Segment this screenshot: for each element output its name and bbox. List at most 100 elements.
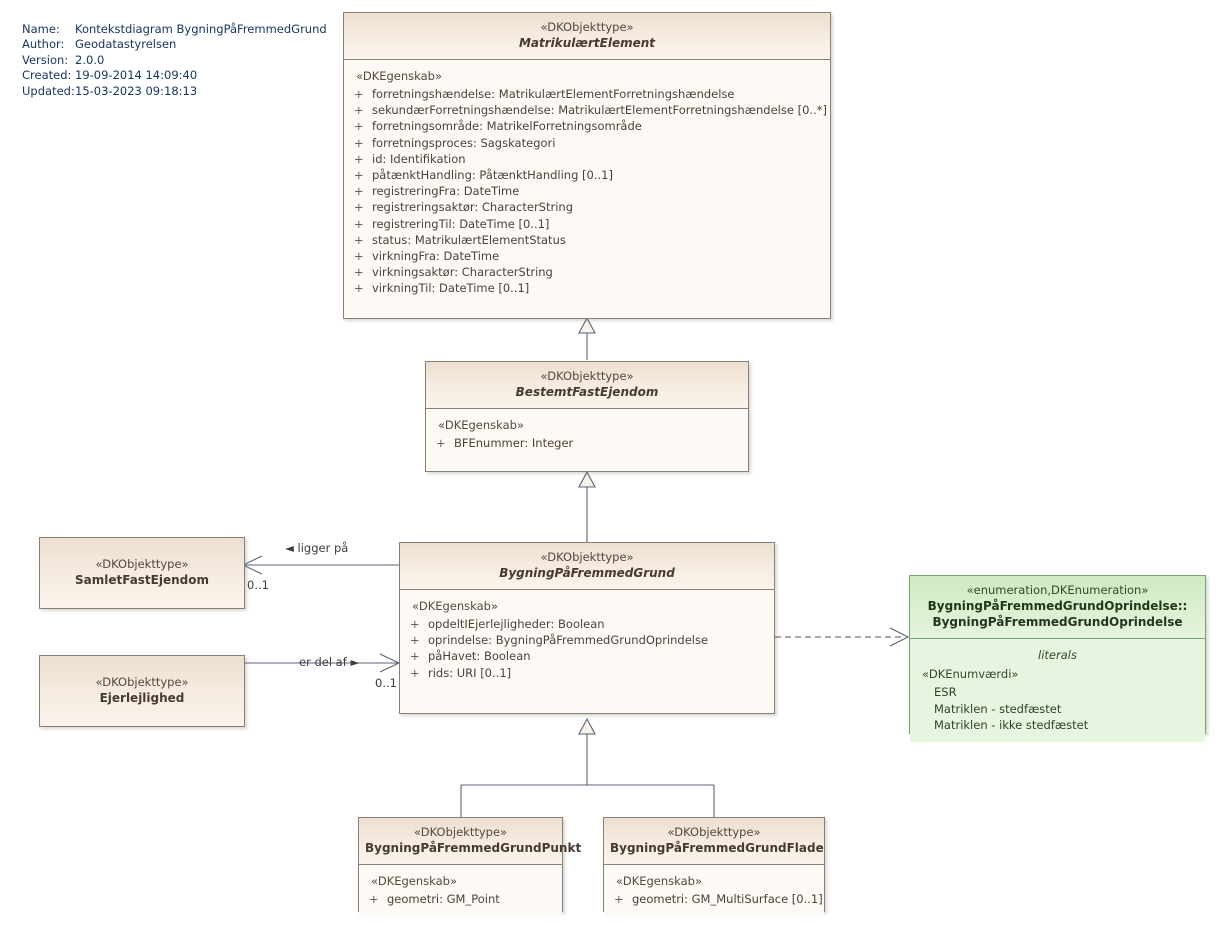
metadata-key-version: Version:: [22, 52, 69, 67]
class-header-bygningpaafremmedgrundpunkt: «DKObjekttype» BygningPåFremmedGrundPunk…: [359, 818, 582, 865]
attribute-text: forretningshændelse: MatrikulærtElementF…: [372, 87, 735, 101]
association-label-text-ligger-paa: ligger på: [297, 541, 349, 555]
attribute-text: virkningTil: DateTime [0..1]: [372, 281, 530, 296]
dependency-oprindelse: [759, 627, 910, 647]
attribute-text: registreringTil: DateTime [0..1]: [372, 216, 550, 231]
enumeration-literal: Matriklen - stedfæstet: [934, 701, 1062, 716]
class-box-bygningpaafremmedgrundpunkt[interactable]: «DKObjekttype» BygningPåFremmedGrundPunk…: [358, 817, 582, 916]
class-name: BestemtFastEjendom: [515, 385, 659, 399]
class-name: MatrikulærtElement: [518, 36, 656, 50]
class-box-bygningpaafremmedgrundflade[interactable]: «DKObjekttype» BygningPåFremmedGrundFlad…: [603, 817, 825, 916]
attribute-row: +oprindelse: BygningPåFremmedGrundOprind…: [400, 632, 774, 648]
class-name: BygningPåFremmedGrund: [499, 566, 675, 580]
class-box-ejerlejlighed[interactable]: «DKObjekttype» Ejerlejlighed: [39, 655, 245, 727]
attribute-visibility: +: [354, 87, 364, 101]
class-attributes-compartment: «DKEgenskab» +geometri: GM_MultiSurface …: [604, 865, 824, 916]
attribute-visibility: +: [354, 184, 364, 199]
association-arrow-glyph-ligger-paa: ◄: [285, 541, 294, 555]
enumeration-name-line1: BygningPåFremmedGrundOprindelse::: [927, 599, 1188, 613]
attribute-row: + virkningTil: DateTime [0..1]: [344, 280, 830, 296]
class-attributes-compartment: «DKEgenskab» +opdeltIEjerlejligheder: Bo…: [400, 590, 774, 689]
generalization-triangle-bygningpaafremmedgrund: [578, 470, 596, 488]
attribute-text: registreringsaktør: CharacterString: [372, 200, 574, 215]
association-label-ligger-paa: ◄ ligger på: [285, 541, 348, 555]
enumeration-literal: Matriklen - ikke stedfæstet: [934, 718, 1089, 732]
attribute-row: + forretningshændelse: MatrikulærtElement…: [344, 86, 830, 102]
class-stereotype: «DKObjekttype»: [540, 20, 634, 34]
attribute-group-label: «DKEgenskab»: [371, 874, 457, 888]
attribute-row: +opdeltIEjerlejligheder: Boolean: [400, 616, 774, 632]
attribute-group-label: «DKEgenskab»: [616, 874, 702, 888]
generalization-triangle-subtypes: [578, 717, 596, 735]
metadata-value-updated: 15-03-2023 09:18:13: [75, 83, 198, 98]
class-header-bygningpaafremmedgrundflade: «DKObjekttype» BygningPåFremmedGrundFlad…: [604, 818, 824, 865]
metadata-row: Author: Geodatastyrelsen: [22, 37, 327, 52]
dependency-arrowhead: [889, 627, 910, 647]
class-box-bestemtfastejendom[interactable]: «DKObjekttype» BestemtFastEjendom «DKEge…: [425, 361, 749, 472]
attribute-text: virkningsaktør: CharacterString: [372, 265, 553, 280]
attribute-row: + registreringTil: DateTime [0..1]: [344, 216, 830, 232]
class-stereotype: «DKObjekttype»: [95, 557, 189, 571]
attribute-group-label: «DKEgenskab»: [438, 418, 524, 432]
attribute-text: påtænktHandling: PåtænktHandling [0..1]: [372, 168, 613, 183]
attribute-row: +registreringsaktør: CharacterString: [344, 199, 830, 215]
class-name: Ejerlejlighed: [99, 691, 185, 705]
attribute-visibility: +: [354, 103, 364, 118]
attribute-text: virkningFra: DateTime: [372, 249, 500, 264]
attribute-row: + forretningsproces: Sagskategori: [344, 135, 830, 151]
metadata-key-updated: Updated:: [22, 83, 75, 98]
class-stereotype: «DKObjekttype»: [540, 369, 634, 383]
class-stereotype: «DKObjekttype»: [95, 675, 189, 689]
enumeration-box-bygningpaafremmedgrundoprindelse[interactable]: «enumeration,DKEnumeration» BygningPåFre…: [909, 575, 1206, 742]
class-header-samletfastejendom: «DKObjekttype» SamletFastEjendom: [40, 538, 244, 608]
attribute-visibility: +: [354, 135, 364, 150]
attribute-row: +forretningsområde: MatrikelForretningso…: [344, 118, 830, 134]
attribute-row: + rids: URI [0..1]: [400, 665, 774, 681]
attribute-text: registreringFra: DateTime: [372, 184, 520, 199]
attribute-visibility: +: [354, 232, 364, 247]
attribute-row: +status: MatrikulærtElementStatus: [344, 232, 830, 248]
enumeration-stereotype: «enumeration,DKEnumeration»: [966, 583, 1149, 597]
enumeration-header: «enumeration,DKEnumeration» BygningPåFre…: [910, 576, 1205, 639]
association-arrow-glyph-er-del-af: ►: [350, 655, 360, 669]
attribute-visibility: +: [354, 216, 364, 231]
attribute-group-label: «DKEgenskab»: [412, 599, 498, 613]
attribute-row: +geometri: GM_MultiSurface [0..1]: [604, 891, 824, 907]
metadata-value-name: Kontekstdiagram BygningPåFremmedGrund: [75, 22, 327, 36]
metadata-key-created: Created:: [22, 68, 72, 83]
attribute-visibility: +: [614, 892, 624, 906]
attribute-visibility: +: [410, 617, 420, 631]
attribute-text: forretningsproces: Sagskategori: [372, 135, 556, 150]
attribute-row: +id: Identifikation: [344, 151, 830, 167]
metadata-row: Version: 2.0.0: [22, 53, 327, 68]
generalization-triangle-bestemtfastejendom: [578, 316, 596, 334]
attribute-visibility: +: [410, 665, 420, 680]
class-attributes-compartment: «DKEgenskab» +geometri: GM_Point: [359, 865, 562, 916]
attribute-visibility: +: [354, 281, 364, 296]
enumeration-value-group-label: «DKEnumværdi»: [922, 667, 1019, 681]
metadata-row: Name: Kontekstdiagram BygningPåFremmedGr…: [22, 22, 327, 37]
attribute-visibility: +: [369, 892, 379, 906]
attribute-row: + registreringFra: DateTime: [344, 183, 830, 199]
attribute-text: rids: URI [0..1]: [428, 665, 512, 680]
class-header-bygningpaafremmedgrund: «DKObjekttype» BygningPåFremmedGrund: [400, 543, 774, 590]
attribute-text: oprindelse: BygningPåFremmedGrundOprinde…: [428, 633, 709, 648]
attribute-text: sekundærForretningshændelse: Matrikulært…: [372, 103, 827, 118]
class-attributes-compartment: «DKEgenskab» + forretningshændelse: Matri…: [344, 60, 830, 305]
metadata-key-name: Name:: [22, 22, 60, 36]
class-stereotype: «DKObjekttype»: [413, 825, 508, 839]
metadata-key-author: Author:: [22, 37, 65, 52]
attribute-visibility: +: [410, 649, 420, 664]
attribute-visibility: +: [354, 168, 364, 183]
association-label-text-er-del-af: er del af: [299, 655, 347, 669]
enumeration-literals-compartment: literals «DKEnumværdi» ESR Matriklen - s…: [910, 639, 1205, 742]
attribute-group-label: «DKEgenskab»: [356, 69, 442, 83]
class-box-bygningpaafremmedgrund[interactable]: «DKObjekttype» BygningPåFremmedGrund «DK…: [399, 542, 775, 714]
attribute-visibility: +: [354, 151, 364, 166]
class-box-matrikulaertelement[interactable]: «DKObjekttype» MatrikulærtElement «DKEge…: [343, 12, 831, 319]
diagram-metadata: Name: Kontekstdiagram BygningPåFremmedGr…: [22, 22, 327, 99]
class-name: BygningPåFremmedGrundPunkt: [365, 841, 582, 855]
enumeration-literal: ESR: [934, 685, 957, 699]
class-box-samletfastejendom[interactable]: «DKObjekttype» SamletFastEjendom: [39, 537, 245, 609]
